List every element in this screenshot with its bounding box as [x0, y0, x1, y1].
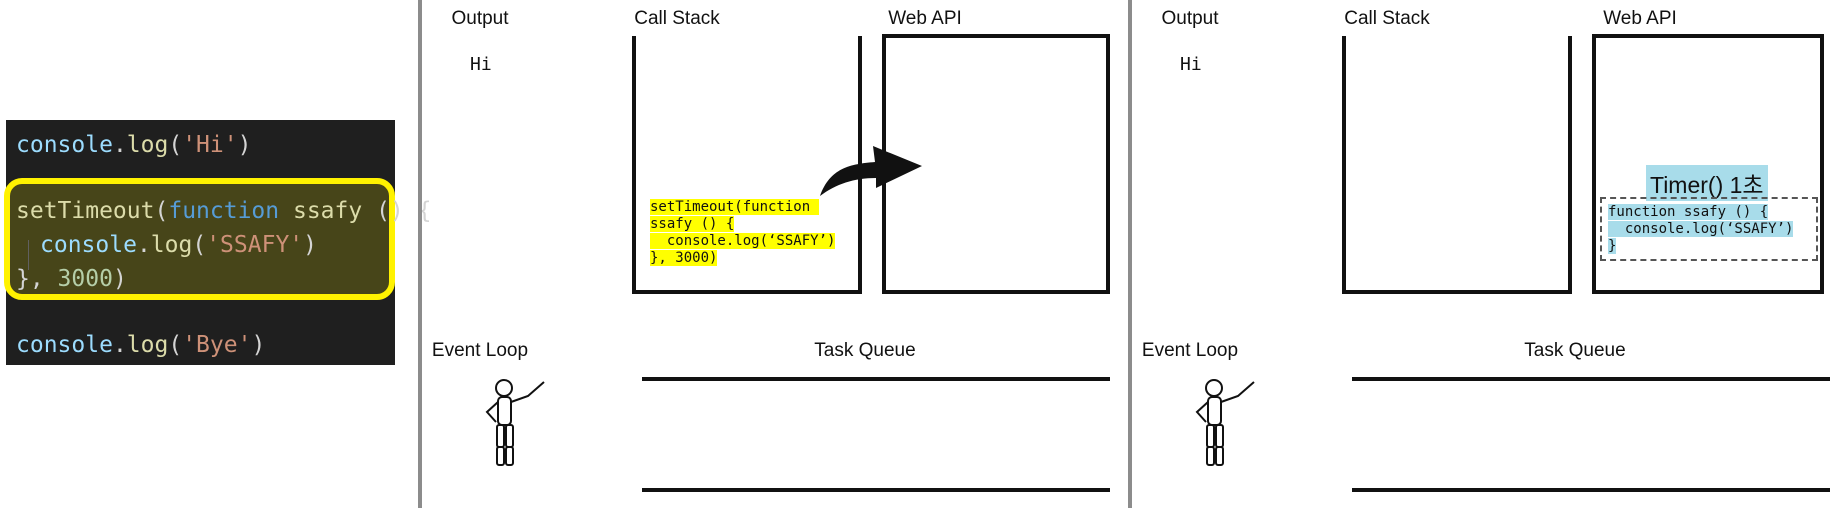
output-value: Hi — [1180, 54, 1202, 75]
task-queue-top-line — [642, 377, 1110, 381]
task-queue-bottom-line — [1352, 488, 1830, 492]
web-api-label: Web API — [888, 8, 962, 29]
task-queue-label: Task Queue — [814, 340, 916, 361]
settimeout-stack-frame: setTimeout(function ssafy () { console.l… — [650, 199, 836, 266]
event-loop-label: Event Loop — [431, 340, 529, 361]
code-line-1: console.log('Hi') — [16, 132, 252, 158]
output-label: Output — [451, 8, 509, 29]
event-loop-figure-icon — [485, 379, 545, 466]
timer-label: Timer() 1초 — [1646, 165, 1768, 201]
event-loop-figure-icon — [1195, 379, 1255, 466]
move-to-web-api-arrow-icon — [820, 146, 922, 196]
code-line-5: console.log('Bye') — [16, 332, 266, 358]
ssafy-callback-code: function ssafy () { console.log(‘SSAFY’)… — [1608, 204, 1794, 254]
web-api-box — [1592, 34, 1824, 294]
call-stack-box — [1342, 36, 1572, 294]
timer-callback-box — [1600, 197, 1818, 261]
web-api-label: Web API — [1603, 8, 1677, 29]
code-line-2: setTimeout(function ssafy () { — [16, 198, 432, 224]
panel-divider-1 — [418, 0, 422, 508]
code-line-3: console.log('SSAFY') — [40, 232, 317, 258]
code-line-4: }, 3000) — [16, 266, 127, 292]
task-queue-label: Task Queue — [1524, 340, 1626, 361]
call-stack-label: Call Stack — [634, 8, 720, 29]
runtime-panel-2: Output Hi Call Stack Web API Timer() 1초 … — [1140, 0, 1831, 508]
indent-guide — [28, 240, 29, 270]
task-queue-bottom-line — [642, 488, 1110, 492]
code-editor: console.log('Hi') setTimeout(function ss… — [4, 120, 431, 365]
panel-divider-2 — [1128, 0, 1132, 508]
output-label: Output — [1161, 8, 1219, 29]
output-value: Hi — [470, 54, 492, 75]
call-stack-label: Call Stack — [1344, 8, 1430, 29]
event-loop-label: Event Loop — [1141, 340, 1239, 361]
settimeout-highlight — [4, 178, 395, 300]
runtime-panel-1: Output Hi Call Stack Web API setTimeout(… — [430, 0, 1130, 508]
task-queue-top-line — [1352, 377, 1830, 381]
